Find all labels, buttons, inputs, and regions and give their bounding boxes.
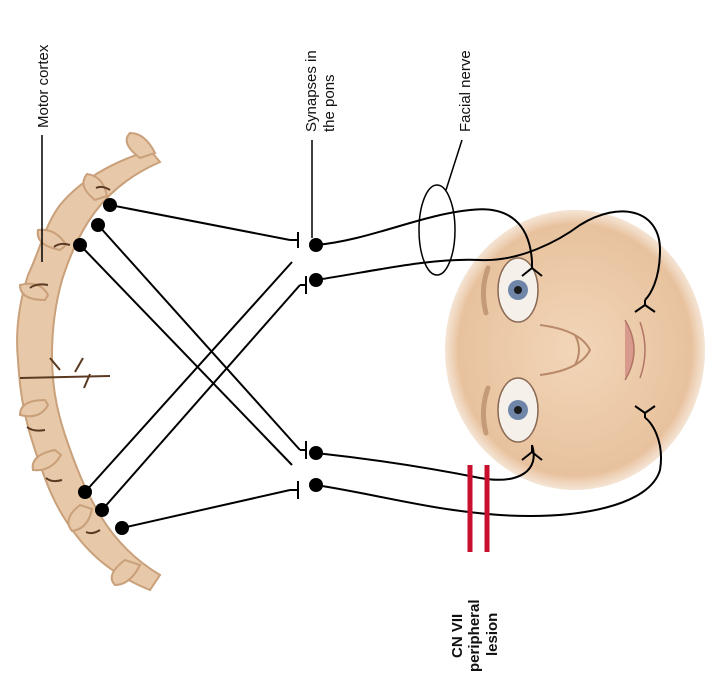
lesion-label-line2: peripheral [466, 599, 483, 672]
synapses-label-line2: the pons [321, 74, 338, 132]
face-illustration [445, 210, 705, 490]
lesion-label-line3: lesion [484, 613, 501, 656]
cortex-neuron [95, 503, 109, 517]
motor-cortex-label: Motor cortex [35, 44, 52, 128]
cortex-neuron [115, 521, 129, 535]
facial-nerve-label: Facial nerve [457, 50, 474, 132]
lesion-label-line1: CN VII [449, 614, 466, 658]
cortex-neuron [91, 218, 105, 232]
synapses-label-line1: Synapses in [303, 50, 320, 132]
cortex-neuron [103, 198, 117, 212]
pons-neuron [309, 238, 323, 252]
motor-cortex-illustration [17, 133, 160, 590]
pons-neuron [309, 446, 323, 460]
pons-neuron [309, 273, 323, 287]
pons-synapse-terminals [290, 232, 306, 499]
cortex-neuron [73, 238, 87, 252]
cortex-neuron [78, 485, 92, 499]
pons-neuron [309, 478, 323, 492]
